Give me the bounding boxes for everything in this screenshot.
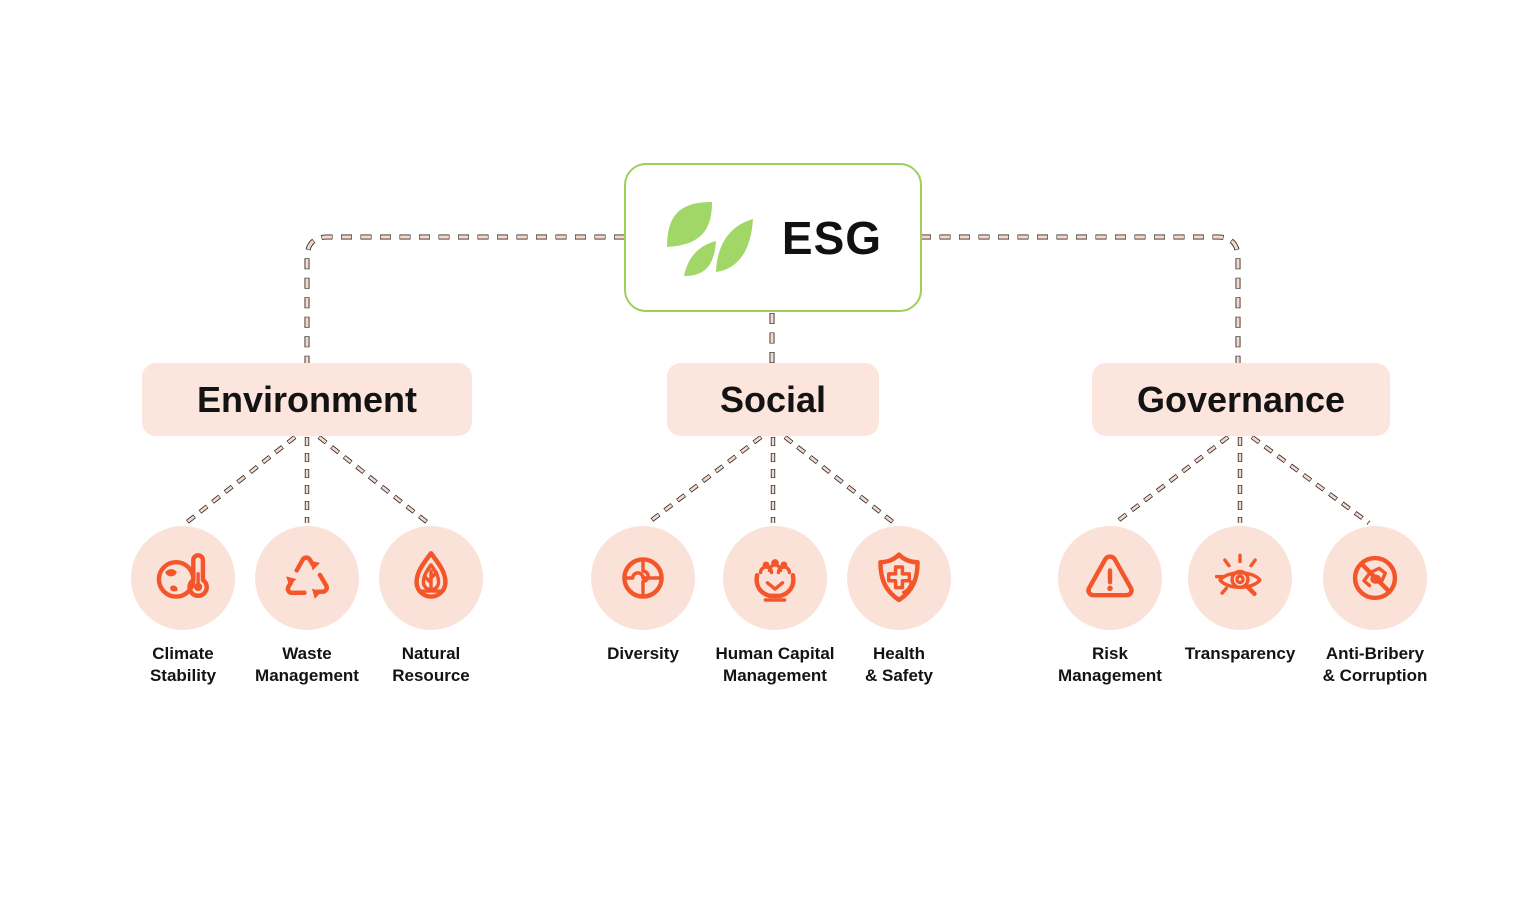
- node-label: Diversity: [607, 644, 679, 663]
- node-circle: [379, 526, 483, 630]
- node-label: Transparency: [1184, 644, 1296, 663]
- branch-environment-label: Environment: [196, 378, 418, 420]
- node-risk-management: Risk Management: [1022, 526, 1198, 688]
- node-label: Waste Management: [255, 644, 359, 686]
- branch-environment: Environment: [142, 363, 472, 436]
- node-circle: [723, 526, 827, 630]
- node-label: Human Capital Management: [715, 644, 835, 686]
- eye-magnifier-icon: [1214, 553, 1262, 597]
- node-circle: [255, 526, 359, 630]
- node-label: Climate Stability: [149, 644, 217, 686]
- leaves-logo-icon: [666, 201, 753, 276]
- node-circle: [1188, 526, 1292, 630]
- hands-people-icon: [754, 559, 796, 602]
- drop-tree-icon: [414, 551, 448, 599]
- shield-cross-icon: [878, 552, 920, 603]
- branch-social-label: Social: [719, 378, 827, 420]
- node-waste-management: Waste Management: [219, 526, 395, 688]
- puzzle-globe-icon: [622, 557, 664, 599]
- node-anti-bribery-corruption: Anti-Bribery & Corruption: [1287, 526, 1463, 688]
- node-circle: [131, 526, 235, 630]
- recycle-icon: [274, 545, 340, 611]
- branch-social: Social: [667, 363, 879, 436]
- node-label: Health & Safety: [864, 644, 934, 686]
- node-label: Risk Management: [1058, 644, 1162, 686]
- node-natural-resource: Natural Resource: [343, 526, 519, 688]
- branch-governance-label: Governance: [1136, 378, 1346, 420]
- node-transparency: Transparency: [1152, 526, 1328, 665]
- node-circle: [1058, 526, 1162, 630]
- node-label: Anti-Bribery & Corruption: [1322, 644, 1428, 686]
- node-circle: [1323, 526, 1427, 630]
- node-diversity: Diversity: [555, 526, 731, 665]
- no-bribery-icon: [1352, 555, 1398, 601]
- warning-triangle-icon: [1086, 554, 1134, 598]
- node-circle: [591, 526, 695, 630]
- branch-governance: Governance: [1092, 363, 1390, 436]
- node-circle: [847, 526, 951, 630]
- root-label: ESG: [781, 211, 883, 264]
- root-node-esg: ESG: [624, 163, 922, 312]
- node-climate-stability: Climate Stability: [95, 526, 271, 688]
- globe-thermometer-icon: [156, 553, 209, 599]
- node-label: Natural Resource: [392, 644, 470, 686]
- node-health-safety: Health & Safety: [811, 526, 987, 688]
- node-human-capital-management: Human Capital Management: [687, 526, 863, 688]
